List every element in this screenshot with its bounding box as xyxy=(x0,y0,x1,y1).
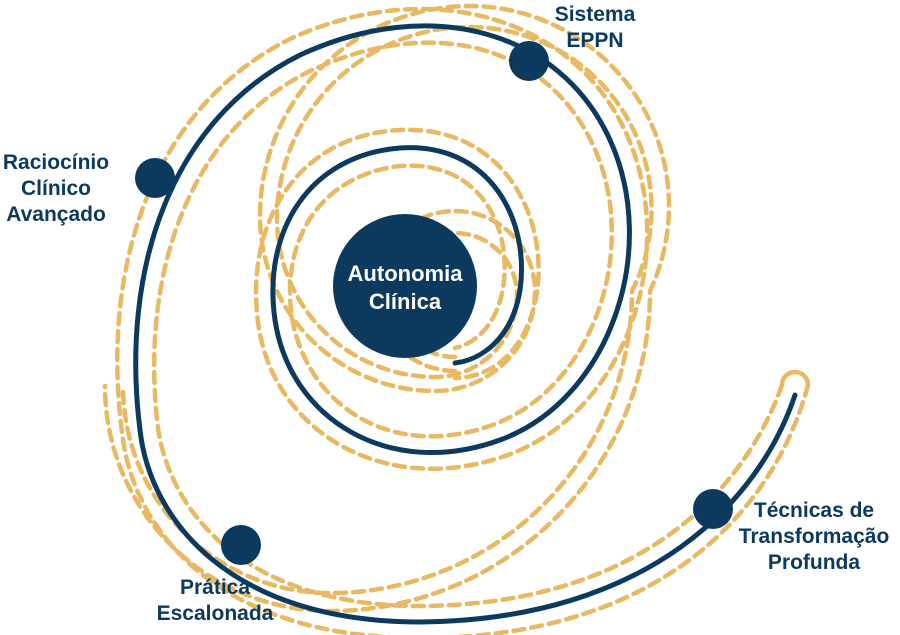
label-tecnicas-de-transformacao-profunda: Técnicas de Transformação Profunda xyxy=(738,499,890,574)
milestone-dot-raciocinio xyxy=(135,158,175,198)
center-label: Autonomia Clínica xyxy=(330,260,480,316)
label-raciocinio-clinico-avancado: Raciocínio Clínico Avançado xyxy=(2,151,110,226)
gold-dashed-track-inner xyxy=(120,24,654,596)
milestone-dot-tecnicas xyxy=(693,489,733,529)
milestone-dot-pratica xyxy=(221,525,261,565)
label-pratica-escalonada: Prática Escalonada xyxy=(156,576,274,625)
outer-arc-gold-in xyxy=(151,40,785,609)
tail-cap xyxy=(779,369,811,388)
outer-arc-navy xyxy=(133,23,798,625)
center-label-line-2: Clínica xyxy=(368,289,442,314)
gold-dashed-track xyxy=(102,3,672,614)
center-label-line-1: Autonomia xyxy=(347,261,463,286)
milestone-dot-sistema-eppn xyxy=(509,41,549,81)
outer-arc-gold-out xyxy=(115,6,811,635)
center-circle xyxy=(333,214,477,358)
label-sistema-eppn: Sistema EPPN xyxy=(554,3,636,52)
